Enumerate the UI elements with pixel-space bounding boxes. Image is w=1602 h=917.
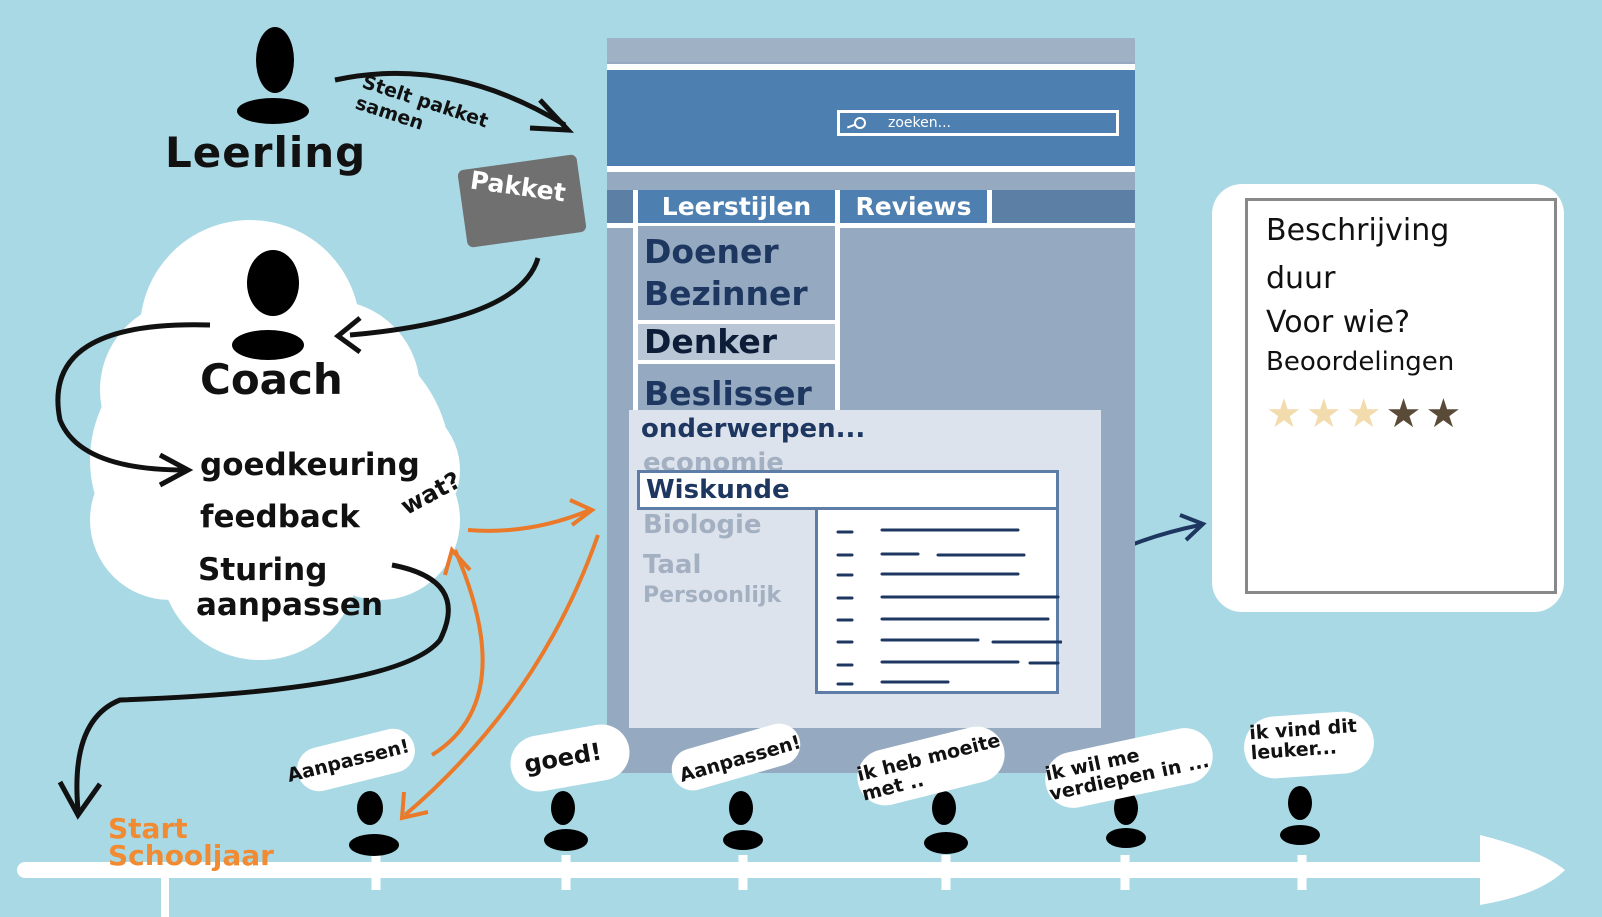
star-filled-icon: ★ [1305, 391, 1346, 437]
coach-task-aanpassen: aanpassen [196, 587, 384, 623]
star-filled-icon: ★ [1345, 391, 1386, 437]
coach-task-feedback: feedback [200, 499, 360, 535]
app-header: zoeken... [607, 64, 1135, 172]
course-list-scribbles [836, 528, 1063, 686]
coach-label: Coach [200, 355, 343, 404]
timeline-figures [349, 786, 1320, 856]
app-window: zoeken... Leerstijlen Reviews Doener Bez… [607, 38, 1135, 773]
start-label-line1: Start [108, 812, 188, 845]
learning-style-list: Doener Bezinner Denker Beslisser [633, 226, 840, 424]
coach-task-goedkeuring: goedkeuring [200, 447, 420, 483]
star-empty-icon: ★ [1385, 391, 1426, 437]
star-empty-icon: ★ [1425, 391, 1466, 437]
coach-cloud [90, 220, 460, 660]
search-placeholder: zoeken... [888, 115, 951, 131]
topic-wiskunde[interactable]: Wiskunde [637, 470, 1059, 510]
topic-persoonlijk[interactable]: Persoonlijk [643, 583, 782, 608]
card-beoordelingen: Beoordelingen [1266, 347, 1455, 377]
style-denker[interactable]: Denker [638, 320, 835, 364]
style-beslisser[interactable]: Beslisser [644, 374, 812, 413]
tab-reviews[interactable]: Reviews [840, 190, 992, 223]
tab-bar: Leerstijlen Reviews [607, 190, 1135, 228]
leerling-figure [237, 27, 309, 124]
start-schooljaar-label: Start Schooljaar [108, 812, 274, 872]
topic-taal[interactable]: Taal [643, 550, 702, 580]
search-icon [854, 117, 866, 129]
coach-figure [232, 250, 304, 360]
tab-leerstijlen[interactable]: Leerstijlen [633, 190, 840, 223]
star-rating: ★★★★★ [1266, 391, 1465, 437]
coach-task-sturing: Sturing [198, 552, 328, 588]
course-list [815, 510, 1063, 694]
card-beschrijving: Beschrijving [1266, 213, 1450, 248]
topics-panel: onderwerpen... economie Biologie Taal Pe… [629, 410, 1101, 728]
style-doener[interactable]: Doener [644, 232, 779, 271]
topics-heading: onderwerpen... [641, 414, 866, 444]
card-voor-wie: Voor wie? [1266, 305, 1411, 340]
card-duur: duur [1266, 261, 1336, 296]
start-label-line2: Schooljaar [108, 838, 274, 872]
star-filled-icon: ★ [1266, 391, 1306, 437]
style-bezinner[interactable]: Bezinner [644, 274, 808, 313]
leerling-label: Leerling [165, 128, 367, 177]
detail-card: Beschrijving duur Voor wie? Beoordelinge… [1245, 198, 1557, 594]
search-input[interactable]: zoeken... [837, 110, 1119, 136]
app-top-bar [607, 38, 1135, 62]
topic-biologie[interactable]: Biologie [643, 510, 762, 540]
